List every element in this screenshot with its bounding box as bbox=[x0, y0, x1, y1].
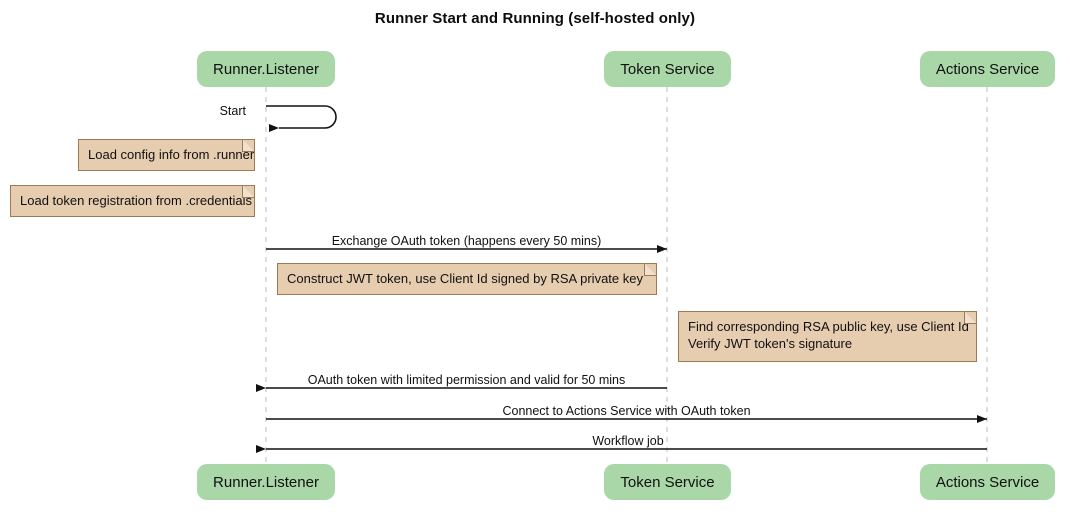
note-text: Construct JWT token, use Client Id signe… bbox=[287, 271, 643, 286]
note-verify-jwt-token: Find corresponding RSA public key, use C… bbox=[678, 311, 977, 362]
participant-actions-top[interactable]: Actions Service bbox=[920, 51, 1055, 87]
participant-label: Runner.Listener bbox=[213, 473, 319, 491]
note-fold-corner-icon bbox=[242, 139, 255, 152]
participant-token-top[interactable]: Token Service bbox=[604, 51, 731, 87]
note-load-config-info: Load config info from .runner bbox=[78, 139, 255, 171]
note-text: Load token registration from .credential… bbox=[20, 193, 252, 208]
participant-runner-bottom[interactable]: Runner.Listener bbox=[197, 464, 335, 500]
note-text: Load config info from .runner bbox=[88, 147, 255, 162]
participant-actions-bottom[interactable]: Actions Service bbox=[920, 464, 1055, 500]
message-line-start bbox=[266, 105, 337, 132]
participant-label: Token Service bbox=[620, 473, 715, 491]
participant-label: Actions Service bbox=[935, 473, 1040, 491]
message-label-oauth-token-response: OAuth token with limited permission and … bbox=[307, 373, 626, 387]
note-fold-corner-icon bbox=[242, 185, 255, 198]
note-fold-corner-icon bbox=[644, 263, 657, 276]
participant-token-bottom[interactable]: Token Service bbox=[604, 464, 731, 500]
participant-label: Token Service bbox=[620, 60, 715, 78]
message-label-start: Start bbox=[219, 104, 246, 118]
participant-runner-top[interactable]: Runner.Listener bbox=[197, 51, 335, 87]
participant-label: Runner.Listener bbox=[213, 60, 319, 78]
note-construct-jwt-token: Construct JWT token, use Client Id signe… bbox=[277, 263, 657, 295]
diagram-title: Runner Start and Running (self-hosted on… bbox=[374, 10, 696, 27]
note-load-token-registration: Load token registration from .credential… bbox=[10, 185, 255, 217]
message-label-exchange-oauth-token: Exchange OAuth token (happens every 50 m… bbox=[331, 234, 602, 248]
message-label-workflow-job: Workflow job bbox=[592, 434, 664, 448]
message-label-connect-to-actions-service: Connect to Actions Service with OAuth to… bbox=[502, 404, 751, 418]
note-text: Find corresponding RSA public key, use C… bbox=[688, 319, 969, 351]
note-fold-corner-icon bbox=[964, 311, 977, 324]
participant-label: Actions Service bbox=[935, 60, 1040, 78]
